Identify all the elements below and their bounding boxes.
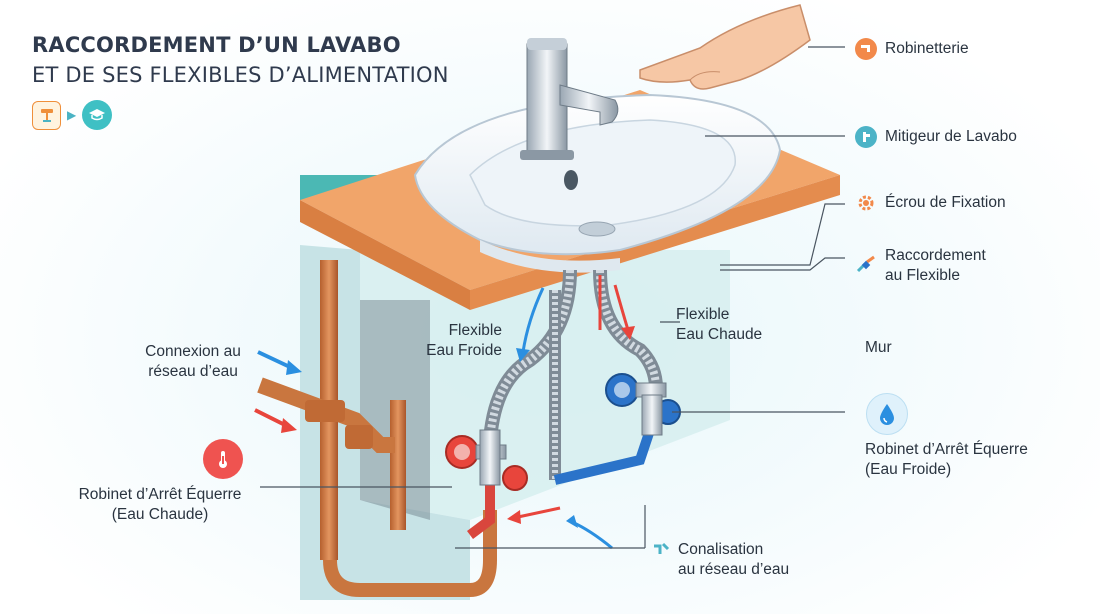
label-flexible-chaud-text: Flexible Eau Chaude: [676, 306, 762, 343]
legend-mitigeur: Mitigeur de Lavabo: [855, 126, 1017, 148]
label-flexible-froid-text: Flexible Eau Froide: [426, 322, 502, 359]
mixer-tap-icon: [855, 126, 877, 148]
thermometer-icon: [203, 439, 243, 479]
hand-illustration: [640, 5, 810, 89]
label-robinet-froid-text: Robinet d’Arrêt Équerre (Eau Froide): [865, 441, 1028, 478]
faucet-icon: [855, 38, 877, 60]
legend-raccordement: Raccordement au Flexible: [855, 246, 986, 286]
legend-raccordement-text: Raccordement au Flexible: [885, 246, 986, 286]
label-robinet-chaud: Robinet d’Arrêt Équerre (Eau Chaude): [55, 485, 265, 525]
legend-robinetterie-text: Robinetterie: [885, 39, 969, 59]
gear-icon: [855, 192, 877, 214]
label-robinet-chaud-text: Robinet d’Arrêt Équerre (Eau Chaude): [79, 486, 242, 523]
legend-ecrou: Écrou de Fixation: [855, 192, 1006, 214]
water-drop-icon: [866, 393, 908, 435]
label-flexible-froid: Flexible Eau Froide: [410, 321, 502, 361]
label-connexion-reseau-text: Connexion au réseau d’eau: [145, 343, 241, 380]
legend-mitigeur-text: Mitigeur de Lavabo: [885, 127, 1017, 147]
label-mur: Mur: [865, 338, 892, 358]
legend-canalisation: Conalisation au réseau d’eau: [652, 540, 789, 580]
label-robinet-froid: Robinet d’Arrêt Équerre (Eau Froide): [865, 440, 1065, 480]
pipe-connector-icon: [855, 254, 877, 276]
legend-robinetterie: Robinetterie: [855, 38, 969, 60]
legend-ecrou-text: Écrou de Fixation: [885, 193, 1006, 213]
label-flexible-chaud: Flexible Eau Chaude: [676, 305, 786, 345]
label-mur-text: Mur: [865, 339, 892, 356]
legend-canalisation-text: Conalisation au réseau d’eau: [678, 540, 789, 580]
pipe-icon: [652, 540, 670, 558]
label-connexion-reseau: Connexion au réseau d’eau: [118, 342, 268, 382]
